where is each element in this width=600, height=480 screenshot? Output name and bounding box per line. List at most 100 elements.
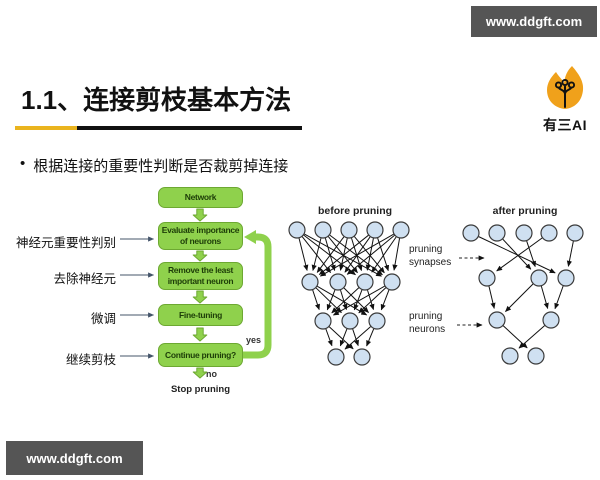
side-label-finetune: 微调 (90, 312, 116, 326)
neuron (329, 273, 347, 291)
stop-pruning-label: Stop pruning (170, 384, 231, 395)
synapse-edge (505, 283, 534, 312)
flow-box-fine-tuning: Fine-tuning (158, 304, 243, 326)
synapse-edge (315, 287, 342, 314)
neuron (515, 224, 533, 242)
synapse-edge (354, 236, 385, 274)
neuron (542, 311, 560, 329)
pruning-neurons-label: pruning neurons (409, 311, 483, 335)
neuron (314, 221, 332, 239)
neuron (340, 221, 358, 239)
flow-down-arrow (192, 250, 208, 262)
neuron (478, 269, 496, 287)
synapse-edge (318, 234, 369, 275)
synapse-edge (518, 325, 545, 349)
svg-text:synapses: synapses (409, 257, 451, 268)
bullet-item: • 根据连接的重要性判断是否裁剪掉连接 (20, 155, 288, 176)
synapse-edge (344, 236, 371, 273)
neuron (501, 347, 519, 365)
neuron (488, 224, 506, 242)
bullet-dot: • (20, 155, 26, 172)
synapse-edge (301, 236, 331, 274)
network-after-pruning-title: after pruning (493, 205, 558, 217)
flow-down-arrow (192, 290, 208, 304)
brand-logo: 有三AI (534, 64, 596, 135)
pruning-synapses-label: pruning synapses (409, 244, 485, 268)
neuron (488, 311, 506, 329)
flame-circuit-icon (547, 66, 584, 109)
neuron (557, 269, 575, 287)
neuron (392, 221, 410, 239)
side-label-continue: 继续剪枝 (65, 353, 116, 367)
brand-logo-text: 有三AI (543, 117, 587, 133)
synapse-edge (325, 328, 333, 347)
synapse-edge (316, 236, 345, 273)
synapse-edge (358, 287, 387, 314)
synapse-edge (326, 289, 336, 311)
synapse-edge (392, 238, 401, 271)
page-title: 1.1、连接剪枝基本方法 (21, 85, 292, 115)
synapse-edge (312, 289, 320, 311)
synapse-edge (339, 238, 348, 271)
neuron (530, 269, 548, 287)
title-underline (77, 126, 302, 130)
synapse-edge (328, 326, 354, 350)
network-before-pruning-title: before pruning (318, 205, 392, 217)
synapse-edge (366, 328, 375, 347)
neuron (527, 347, 545, 365)
svg-text:pruning: pruning (409, 311, 442, 322)
synapse-edge (496, 237, 543, 272)
neuron (383, 273, 401, 291)
neuron (327, 348, 345, 366)
synapse-edge (352, 328, 359, 347)
synapse-edge (353, 289, 363, 311)
svg-text:neurons: neurons (409, 324, 445, 335)
no-branch-label: no (206, 369, 217, 379)
synapse-edge (351, 237, 363, 272)
synapse-edge (311, 238, 322, 271)
synapse-edge (319, 233, 394, 277)
neuron (462, 224, 480, 242)
flow-box-remove-neuron: Remove the least important neuron (158, 262, 243, 290)
flow-box-network: Network (158, 187, 243, 208)
synapse-edge (304, 233, 383, 277)
synapse-edge (298, 238, 309, 271)
neuron (366, 221, 384, 239)
synapse-edge (346, 235, 395, 275)
synapse-edge (502, 325, 528, 349)
title-underline-accent (15, 126, 77, 130)
neuron (540, 224, 558, 242)
synapse-edge (344, 326, 371, 350)
network-after-pruning: after pruning (462, 205, 584, 365)
flow-down-arrow (192, 327, 208, 342)
watermark-url-top: www.ddgft.com (485, 14, 583, 29)
synapse-edge (377, 237, 390, 272)
synapse-edge (331, 287, 360, 314)
neuron (368, 312, 386, 330)
watermark-url-bottom: www.ddgft.com (26, 450, 123, 466)
svg-text:pruning: pruning (409, 244, 442, 255)
neuron (566, 224, 584, 242)
synapse-edge (554, 285, 564, 310)
yes-branch-label: yes (246, 335, 262, 345)
neuron (353, 348, 371, 366)
neuron (314, 312, 332, 330)
watermark-banner-top: www.ddgft.com (471, 6, 597, 37)
synapse-edge (540, 286, 549, 310)
side-label-importance: 神经元重要性判别 (15, 236, 116, 250)
synapse-edge (339, 328, 348, 347)
flow-box-continue-pruning: Continue pruning? (158, 343, 243, 367)
neuron (356, 273, 374, 291)
synapse-edge (478, 236, 556, 274)
synapse-edge (502, 238, 532, 270)
flow-box-evaluate-importance: Evaluate importance of neurons (158, 222, 243, 250)
synapse-edge (340, 289, 348, 311)
synapse-edge (488, 286, 496, 309)
neuron (301, 273, 319, 291)
synapse-edge (526, 240, 536, 268)
neuron (341, 312, 359, 330)
flow-down-arrow (192, 208, 208, 222)
yes-loop-arrowhead (244, 230, 256, 244)
synapse-edge (367, 289, 375, 311)
